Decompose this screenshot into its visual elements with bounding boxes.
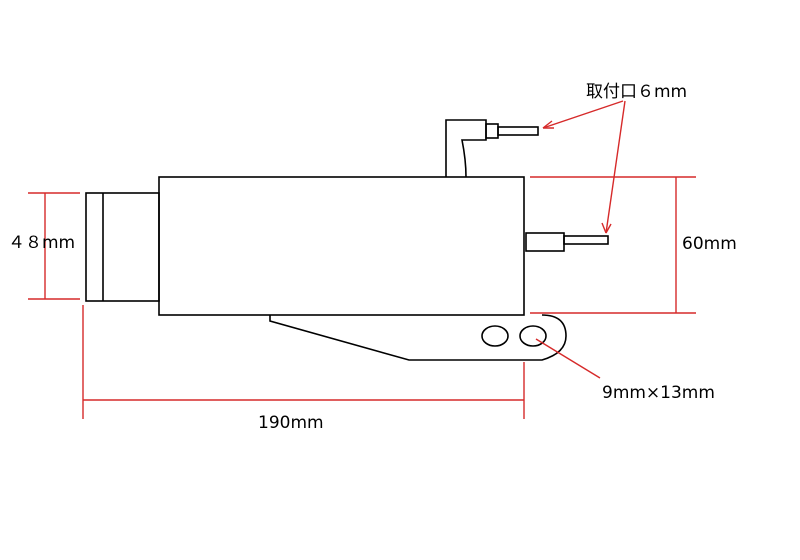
top-elbow-fitting (445, 119, 487, 178)
side-port-nozzle (563, 235, 609, 245)
slot-leader (535, 338, 601, 379)
height-right-label: 60mm (682, 234, 737, 254)
port-leader-top-arrow (542, 120, 554, 129)
dimension-lines (28, 100, 696, 419)
slot-hole-right (519, 325, 547, 347)
port-leader-side (605, 100, 626, 234)
mounting-bracket (269, 314, 567, 361)
left-cap (85, 192, 160, 302)
port-leader-side-arrow (601, 222, 612, 234)
length-label: 190mm (258, 413, 324, 433)
port-size-label: 取付口６mm (586, 82, 687, 102)
slot-size-label: 9mm×13mm (602, 383, 715, 403)
side-fitting-body (525, 232, 565, 252)
slot-hole-left (481, 325, 509, 347)
top-port-nozzle (497, 126, 539, 136)
top-fitting-stub (485, 123, 499, 139)
height-left-label: ４８mm (8, 233, 75, 253)
port-leader-top (542, 100, 624, 129)
device-outline (85, 119, 609, 361)
main-body (158, 176, 525, 316)
